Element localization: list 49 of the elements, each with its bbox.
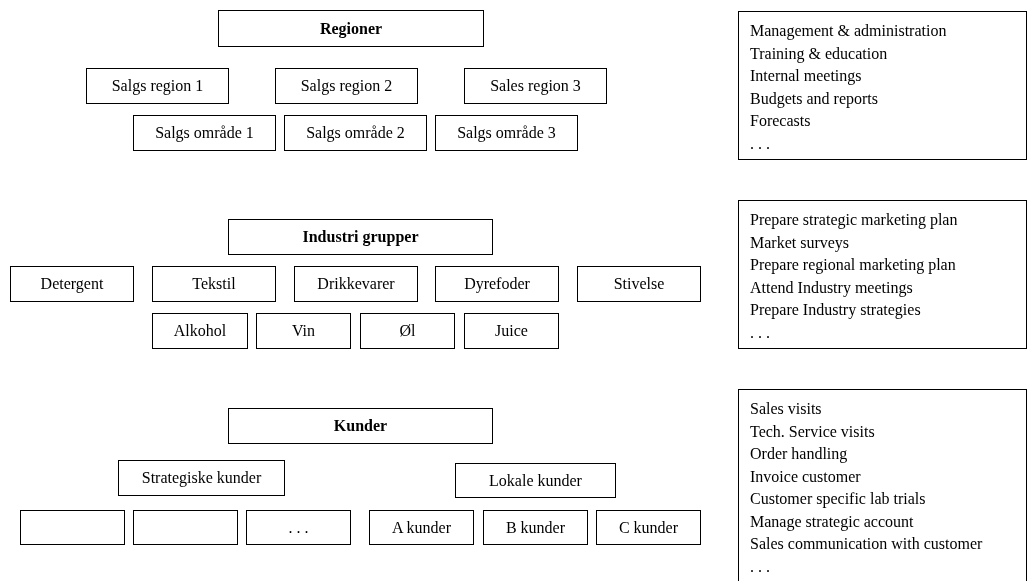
task-item: Market surveys xyxy=(750,232,851,254)
task-item: Budgets and reports xyxy=(750,88,879,110)
task-item: Invoice customer xyxy=(750,466,862,487)
category-box: Stivelse xyxy=(577,266,701,302)
heading-box: Industri grupper xyxy=(228,219,493,255)
category-box: . . . xyxy=(246,510,351,545)
category-box: Lokale kunder xyxy=(455,463,616,498)
task-item: Management & administration xyxy=(750,21,948,42)
category-box: Detergent xyxy=(10,266,134,302)
category-box: Øl xyxy=(360,313,455,349)
task-item: Forecasts xyxy=(750,111,812,131)
task-item: . . . xyxy=(750,556,771,577)
heading-box: Kunder xyxy=(228,408,493,444)
category-box: B kunder xyxy=(483,510,588,545)
task-list-box xyxy=(738,389,1027,581)
category-box: C kunder xyxy=(596,510,701,545)
task-list-box xyxy=(738,200,1027,349)
task-item: Manage strategic account xyxy=(750,511,915,533)
category-box: Salgs område 2 xyxy=(284,115,427,151)
task-item: Order handling xyxy=(750,444,849,465)
category-box: Alkohol xyxy=(152,313,248,349)
task-item: Internal meetings xyxy=(750,66,863,87)
category-box: Salgs område 3 xyxy=(435,115,578,151)
heading-box: Regioner xyxy=(218,10,484,47)
task-item: Prepare regional marketing plan xyxy=(750,255,957,276)
task-item: . . . xyxy=(750,322,771,343)
category-box: Vin xyxy=(256,313,351,349)
task-item: Sales communication with customer xyxy=(750,534,984,554)
category-box: Dyrefoder xyxy=(435,266,559,302)
task-list-box xyxy=(738,11,1027,160)
category-box: Juice xyxy=(464,313,559,349)
category-box: A kunder xyxy=(369,510,474,545)
category-box: Strategiske kunder xyxy=(118,460,285,496)
category-box: Salgs region 1 xyxy=(86,68,229,104)
category-box: Tekstil xyxy=(152,266,276,302)
category-box: Drikkevarer xyxy=(294,266,418,302)
empty-box xyxy=(133,510,238,545)
task-item: Prepare Industry strategies xyxy=(750,300,922,321)
empty-box xyxy=(20,510,125,545)
task-item: Attend Industry meetings xyxy=(750,277,914,299)
task-item: Sales visits xyxy=(750,399,823,419)
task-item: Tech. Service visits xyxy=(750,421,876,442)
category-box: Salgs område 1 xyxy=(133,115,276,151)
task-item: . . . xyxy=(750,133,771,154)
task-item: Training & education xyxy=(750,43,889,65)
task-item: Prepare strategic marketing plan xyxy=(750,210,959,231)
category-box: Salgs region 2 xyxy=(275,68,418,104)
category-box: Sales region 3 xyxy=(464,68,607,104)
task-item: Customer specific lab trials xyxy=(750,489,927,510)
